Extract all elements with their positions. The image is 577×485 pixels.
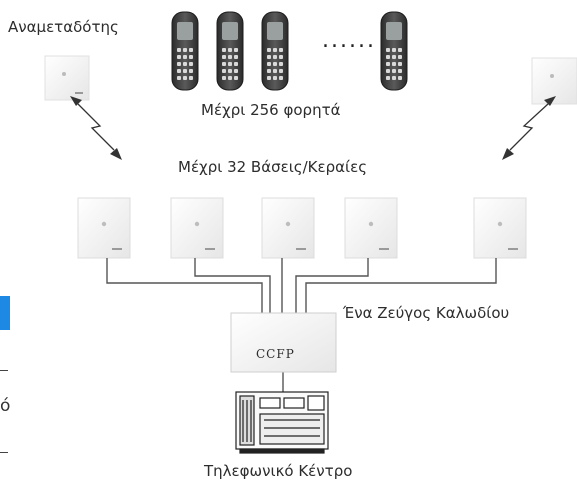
ellipsis-text: ......: [322, 28, 376, 53]
pbx-label: Τηλεφωνικό Κέντρο: [204, 462, 353, 480]
cable-label: Ένα Ζεύγος Καλωδίου: [343, 304, 510, 322]
base-station-icon: [344, 197, 398, 259]
radio-link-icon: [70, 96, 122, 160]
repeater-label: Αναμεταδότης: [8, 18, 119, 36]
edge-dash: [0, 370, 8, 371]
ccfp-controller: [230, 312, 337, 373]
cable-pair: [106, 258, 497, 392]
base-station-icon: [170, 197, 224, 259]
edge-accent-bar: [0, 296, 10, 330]
bases-label: Μέχρι 32 Βάσεις/Κεραίες: [178, 158, 368, 176]
base-station-icon: [473, 197, 527, 259]
repeater-icon: [44, 55, 90, 101]
repeater-icon: [531, 57, 577, 105]
base-station-icon: [261, 197, 315, 259]
edge-dash: [0, 452, 8, 453]
ccfp-label: CCFP: [256, 347, 295, 361]
handsets-label: Μέχρι 256 φορητά: [201, 101, 341, 119]
edge-text-fragment: ό: [0, 396, 11, 416]
handset-icon: [261, 11, 289, 91]
radio-link-icon: [502, 96, 556, 160]
handset-icon: [216, 11, 244, 91]
handset-icon: [380, 11, 408, 91]
handset-icon: [171, 11, 199, 91]
pbx-icon: [235, 391, 329, 454]
base-station-icon: [77, 197, 131, 259]
